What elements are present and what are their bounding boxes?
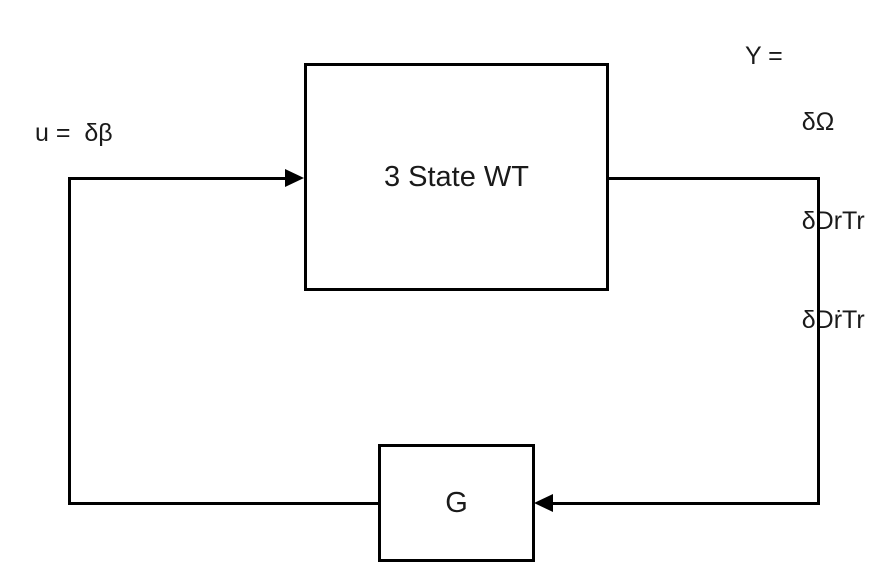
output-value-drtr-dot: δDṙTr (801, 306, 865, 334)
feedback-line-left-vertical (68, 177, 71, 505)
feedback-arrowhead-icon (534, 494, 553, 512)
output-value-drtr: δDrTr (801, 207, 865, 235)
output-value-omega: δΩ (801, 108, 835, 136)
feedback-line-from-gain (68, 502, 380, 505)
output-label-values: δΩ δDrTr δDṙTr (802, 40, 865, 403)
output-signal-label: Y = δΩ δDrTr δDṙTr (745, 40, 865, 403)
input-signal-label: u = δβ (35, 119, 113, 147)
gain-block-label: G (445, 486, 468, 519)
input-line (68, 177, 288, 180)
gain-block: G (378, 444, 535, 562)
output-line (606, 177, 820, 180)
feedback-line-into-gain (547, 502, 820, 505)
feedback-line-right-vertical (817, 177, 820, 505)
plant-block-label: 3 State WT (383, 160, 530, 193)
plant-block: 3 State WT (304, 63, 609, 291)
output-label-prefix: Y = (745, 42, 790, 70)
input-arrowhead-icon (285, 169, 304, 187)
